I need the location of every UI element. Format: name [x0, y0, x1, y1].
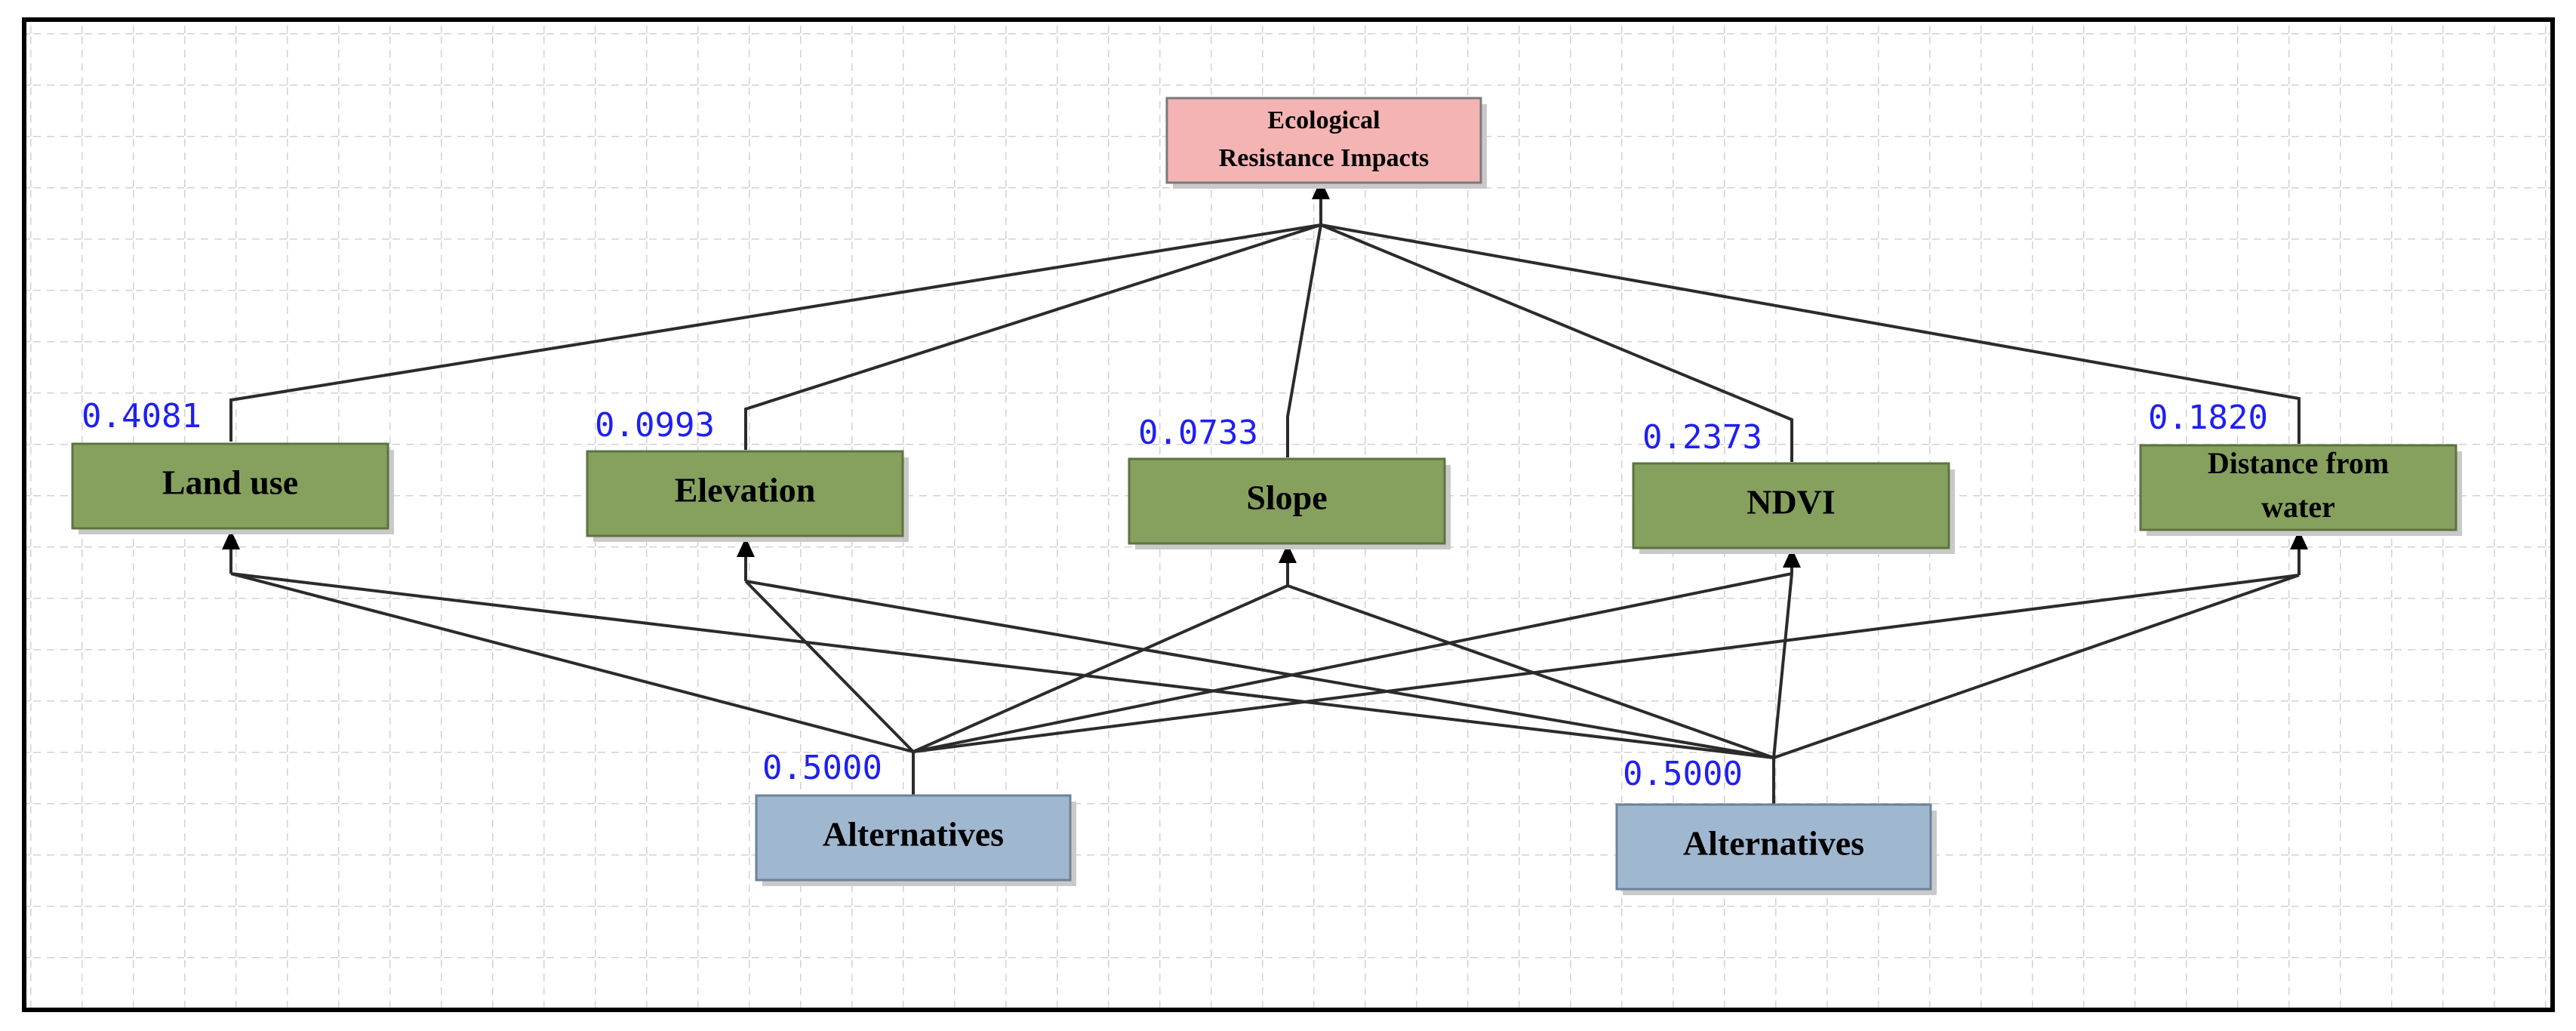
criterion-label: Elevation	[675, 471, 816, 509]
criterion-slope[interactable]: Slope	[1128, 457, 1451, 549]
alternative-label: Alternatives	[823, 815, 1004, 854]
goal-label-line1: Ecological	[1267, 106, 1380, 134]
connector-alt1-land-use	[230, 572, 914, 753]
connector-alt2-distance	[1773, 574, 2300, 759]
criterion-land-use[interactable]: Land use	[71, 442, 394, 534]
connector-goal-distance	[1320, 223, 2301, 444]
connector-goal-ndvi	[1320, 223, 1793, 462]
connector-alt2-ndvi	[1772, 573, 1793, 759]
criterion-ndvi[interactable]: NDVI	[1632, 462, 1955, 554]
criterion-weight-ndvi: 0.2373	[1642, 418, 1762, 457]
connector-alt1-elevation	[744, 580, 915, 753]
goal-node[interactable]: Ecological Resistance Impacts	[1165, 97, 1487, 189]
connector-alt1-distance	[913, 574, 2300, 753]
alternative-1[interactable]: Alternatives	[755, 794, 1076, 886]
criterion-weight-distance: 0.1820	[2148, 399, 2268, 437]
connector-goal-elevation	[744, 223, 1322, 450]
alternative-label: Alternatives	[1683, 824, 1864, 863]
criterion-label: Land use	[162, 463, 298, 502]
arrowhead-ndvi	[1783, 548, 1801, 568]
arrowhead-slope	[1279, 543, 1297, 563]
alternative-connectors	[229, 542, 2301, 805]
criterion-weight-elevation: 0.0993	[595, 406, 715, 445]
arrowhead-elevation	[737, 537, 755, 557]
alternative-weight-2: 0.5000	[1623, 755, 1743, 793]
criterion-label-line2: water	[2261, 490, 2335, 524]
diagram-frame	[22, 17, 2555, 1012]
connector-alt2-elevation	[745, 580, 1774, 759]
goal-label-line2: Resistance Impacts	[1219, 144, 1430, 172]
arrowhead-land-use	[222, 530, 240, 549]
arrowheads	[222, 180, 2308, 568]
alternative-2[interactable]: Alternatives	[1615, 803, 1937, 895]
criterion-elevation[interactable]: Elevation	[586, 450, 909, 542]
connector-alt2-land-use	[230, 572, 1774, 759]
criterion-label-line1: Distance from	[2208, 446, 2389, 480]
criterion-weight-land-use: 0.4081	[82, 397, 202, 435]
arrowhead-goal	[1312, 180, 1330, 199]
criterion-weight-slope: 0.0733	[1138, 414, 1258, 452]
arrowhead-distance	[2290, 530, 2308, 549]
goal-connectors	[229, 198, 2301, 462]
connector-alt2-slope	[1287, 584, 1774, 759]
connector-alt1-slope	[913, 584, 1288, 753]
connector-alt1-ndvi	[913, 572, 1793, 753]
alternative-weight-1: 0.5000	[762, 749, 882, 787]
criterion-label: Slope	[1246, 479, 1327, 517]
connector-goal-slope	[1286, 224, 1322, 457]
connector-goal-land-use	[229, 223, 1322, 442]
criterion-label: NDVI	[1747, 483, 1836, 522]
criterion-distance-from-water[interactable]: Distance from water	[2139, 444, 2462, 536]
